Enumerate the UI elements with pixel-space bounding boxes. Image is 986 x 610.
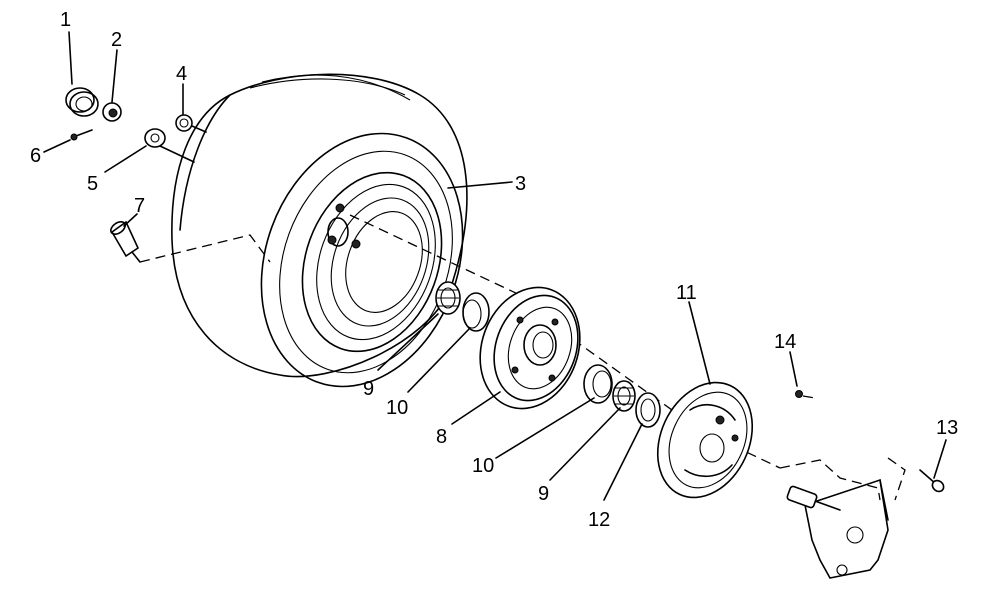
label-1: 1 xyxy=(60,9,71,31)
label-9-lower: 9 xyxy=(538,483,549,505)
part-9-bearing-lower xyxy=(612,380,636,412)
part-8-hub-drum xyxy=(479,286,581,410)
part-7-valve-stem xyxy=(110,220,141,263)
part-1-cap xyxy=(65,87,99,117)
part-10-race-lower xyxy=(583,364,613,404)
part-6-pin xyxy=(70,129,93,141)
part-10-race-upper xyxy=(462,292,490,332)
label-5: 5 xyxy=(87,173,98,195)
label-11: 11 xyxy=(676,282,697,304)
label-13: 13 xyxy=(936,417,958,439)
label-12: 12 xyxy=(588,509,610,531)
label-3: 3 xyxy=(515,173,526,195)
label-14: 14 xyxy=(774,331,796,353)
label-8: 8 xyxy=(436,426,447,448)
part-11-backing-plate xyxy=(656,381,754,499)
label-7: 7 xyxy=(134,195,145,217)
part-4-nut xyxy=(175,114,207,133)
label-4: 4 xyxy=(176,63,187,85)
label-2: 2 xyxy=(111,29,122,51)
label-10-upper: 10 xyxy=(386,397,408,419)
leader-lines xyxy=(43,31,947,501)
label-6: 6 xyxy=(30,145,41,167)
part-13-screw xyxy=(919,469,945,493)
label-10-lower: 10 xyxy=(472,455,494,477)
part-9-bearing-upper xyxy=(435,281,461,315)
spindle-bracket xyxy=(786,478,889,579)
tire xyxy=(171,73,468,388)
part-5-washer xyxy=(144,128,166,148)
label-9-upper: 9 xyxy=(363,378,374,400)
callout-labels: 1 2 4 6 5 7 3 9 10 8 10 9 12 11 14 13 xyxy=(30,9,958,531)
part-2-nut xyxy=(102,102,122,122)
part-14-fitting xyxy=(795,390,816,399)
part-12-seal xyxy=(635,392,661,428)
